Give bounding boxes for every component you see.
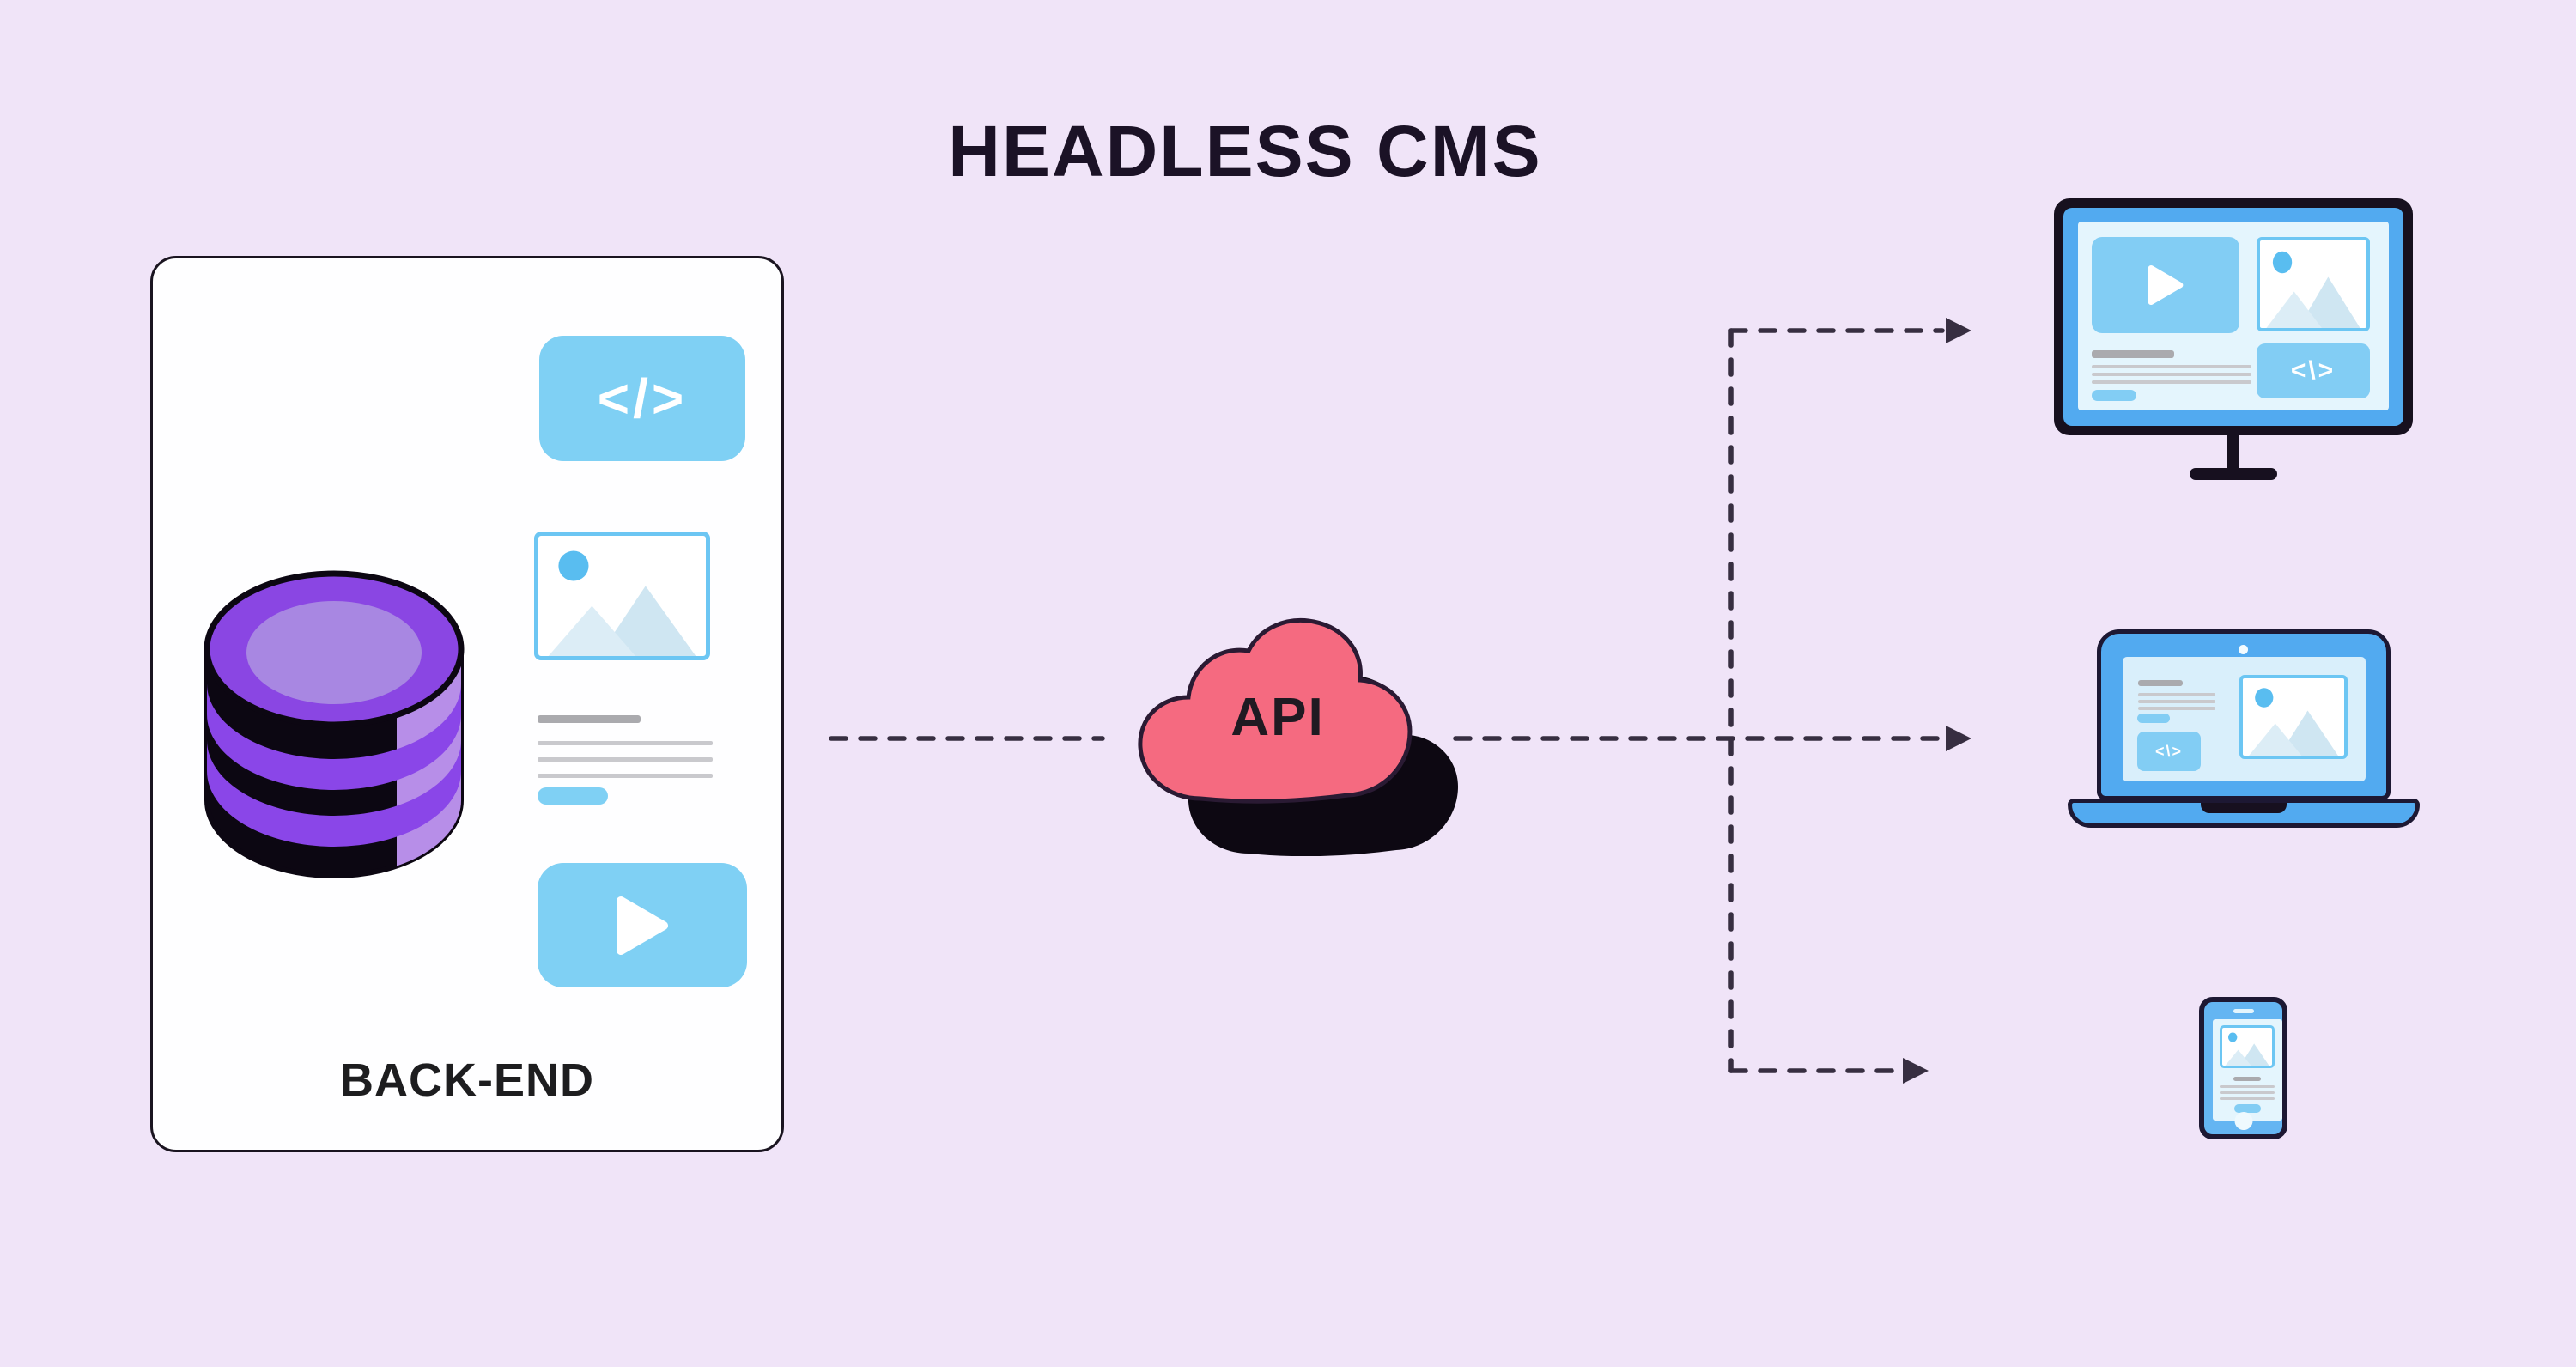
text-line — [538, 741, 713, 745]
play-icon — [617, 896, 668, 955]
image-icon — [2266, 251, 2360, 328]
monitor-frame: <\> — [2054, 198, 2413, 435]
text-line — [2092, 373, 2251, 376]
code-block: <\> — [2257, 343, 2370, 398]
text-line — [2092, 380, 2251, 384]
text-line — [2138, 707, 2215, 710]
monitor-stand-pole — [2227, 434, 2239, 473]
code-icon: <\> — [2290, 356, 2336, 385]
video-block — [538, 863, 747, 987]
arrow-icon — [1946, 726, 1971, 751]
cloud-shape — [1138, 618, 1413, 804]
image-placeholder — [534, 532, 710, 660]
laptop-screen: <\> — [2123, 657, 2366, 781]
tag-pill — [2137, 714, 2170, 723]
tag-pill — [2092, 390, 2136, 401]
api-label: API — [1230, 688, 1325, 747]
image-placeholder — [2257, 237, 2370, 331]
phone-speaker-icon — [2233, 1009, 2254, 1013]
phone-home-button — [2234, 1112, 2252, 1130]
webcam-icon — [2239, 645, 2248, 654]
database-icon — [204, 570, 465, 878]
image-icon — [2225, 1032, 2269, 1066]
play-icon — [2148, 264, 2184, 306]
text-line — [2220, 1091, 2275, 1094]
text-line — [538, 757, 713, 762]
text-line — [2220, 1085, 2275, 1088]
tag-pill — [538, 787, 608, 805]
video-block — [2092, 237, 2239, 333]
image-placeholder — [2220, 1025, 2275, 1068]
page-title: HEADLESS CMS — [948, 111, 1542, 191]
text-line — [2138, 700, 2215, 703]
monitor-stand-base — [2190, 468, 2277, 480]
arrow-icon — [1946, 318, 1971, 343]
text-line — [2092, 365, 2251, 368]
monitor-screen: <\> — [2078, 222, 2389, 410]
backend-card: </> BACK-END — [150, 256, 784, 1152]
heading-line — [538, 715, 641, 723]
code-icon: <\> — [2154, 742, 2184, 760]
cloud-icon — [1138, 618, 1458, 857]
arrow-icon — [1903, 1058, 1929, 1084]
device-desktop: <\> — [2054, 198, 2413, 482]
backend-label: BACK-END — [340, 1054, 594, 1106]
api-cloud: API — [1123, 611, 1467, 857]
heading-line — [2138, 680, 2183, 686]
laptop-base — [2068, 799, 2420, 828]
device-phone — [2199, 997, 2287, 1139]
phone-screen — [2213, 1019, 2282, 1121]
image-icon — [548, 550, 696, 656]
text-line — [2220, 1097, 2275, 1100]
laptop-base-notch — [2201, 803, 2287, 813]
image-icon — [2249, 688, 2338, 756]
text-line — [538, 774, 713, 778]
text-line — [2138, 693, 2215, 696]
heading-line — [2092, 350, 2174, 358]
code-icon: </> — [597, 368, 688, 429]
device-laptop: <\> — [2068, 625, 2420, 831]
code-block: </> — [539, 336, 745, 461]
code-block: <\> — [2137, 732, 2201, 771]
heading-line — [2233, 1077, 2261, 1081]
image-placeholder — [2239, 675, 2348, 759]
tag-pill — [2234, 1104, 2261, 1113]
